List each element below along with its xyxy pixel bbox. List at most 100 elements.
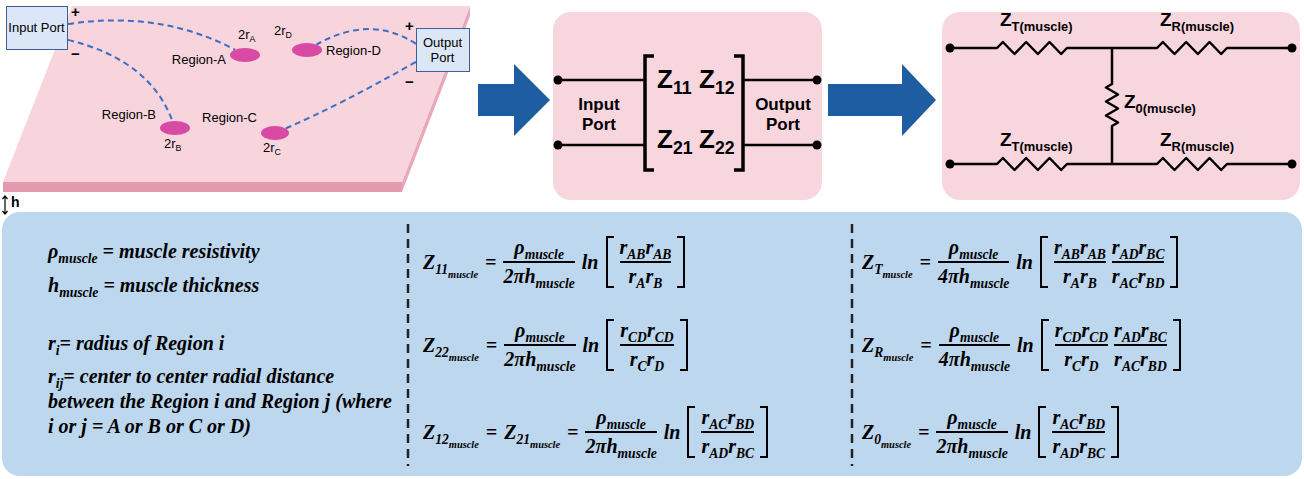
circuit-drawing <box>942 12 1300 200</box>
text-run: T(muscle) <box>1012 19 1073 34</box>
text-run: muscle <box>959 247 998 262</box>
text-run: 21 <box>673 138 693 158</box>
formula-text: Z21muscle <box>504 421 560 443</box>
bracket-left <box>606 236 614 288</box>
text-run: ρ <box>950 319 960 341</box>
dashed-wire <box>286 62 416 129</box>
formula-text: = <box>918 421 929 443</box>
formula-text: rArB <box>629 265 663 287</box>
text-run: 4πh <box>938 265 970 287</box>
formula-text: rABrAB <box>1054 236 1106 258</box>
text-run: muscle <box>881 439 911 450</box>
formula-text: 2πhmuscle <box>936 435 1007 457</box>
formula-text: rArB <box>1063 265 1097 287</box>
formula-panel: ρmuscle = muscle resistivityhmuscle = mu… <box>2 212 1302 476</box>
text-run: C <box>275 147 281 157</box>
impedance-label: ZT(muscle) <box>1000 130 1073 151</box>
text-line: Input Port <box>559 95 639 135</box>
region-label: Region-B <box>92 107 156 122</box>
text-run: Z <box>1160 9 1172 30</box>
formula-row: ZTmuscle=ρmuscle4πhmusclelnrABrABrArBrAD… <box>862 236 1178 288</box>
numerator: ρmuscle <box>950 319 1000 342</box>
text-run: AD <box>1060 446 1079 461</box>
text-run: r <box>1139 236 1147 258</box>
formula-text: 4πhmuscle <box>938 265 1009 287</box>
text-run: 21 <box>516 432 530 447</box>
text-run: muscle <box>58 251 97 266</box>
formula-text: rACrBD <box>1052 406 1105 428</box>
text-run: AC <box>709 417 727 432</box>
denominator: rACrBD <box>1112 265 1165 288</box>
text-run: 0 <box>874 432 881 447</box>
port-label: Input Port <box>559 92 639 138</box>
text-run: D <box>654 359 664 374</box>
block-arrow <box>828 64 936 136</box>
text-run: C <box>1072 359 1081 374</box>
denominator: 2πhmuscle <box>504 348 575 371</box>
dashed-wire <box>68 40 172 121</box>
text-run: r <box>1112 236 1120 258</box>
text-run: 0(muscle) <box>1136 101 1196 116</box>
port-label: Input Port <box>7 7 66 48</box>
terminal-dot <box>813 76 822 85</box>
fraction: ρmuscle4πhmuscle <box>939 319 1010 371</box>
text-run: r <box>1138 265 1146 287</box>
text-run: Z <box>699 124 715 154</box>
formula-text: Z0muscle <box>862 421 911 443</box>
bracket-right <box>1111 406 1119 458</box>
text-run: Z <box>699 64 715 94</box>
region-ellipse: Region-C2rC <box>261 126 289 140</box>
text-run: r <box>645 265 653 287</box>
formula-text: ln <box>664 421 681 443</box>
dashed-wire <box>68 20 235 49</box>
text-run: Z <box>862 334 874 356</box>
text-run: 2πh <box>503 265 535 287</box>
text-run: Z <box>423 421 435 443</box>
polarity-sign: + <box>71 3 80 20</box>
text-run: r <box>48 332 56 354</box>
numerator: rABrAB <box>620 236 672 259</box>
denominator: rArB <box>1063 265 1097 288</box>
formula-text: rACrBD <box>701 406 754 428</box>
impedance-label: ZT(muscle) <box>1000 10 1073 31</box>
text-run: muscle <box>525 330 564 345</box>
text-run: CD <box>655 330 674 345</box>
text-run: muscle <box>536 276 575 291</box>
text-run: r <box>647 348 655 370</box>
text-line: Output Port <box>417 35 468 65</box>
matrix-element: Z21 <box>657 124 693 155</box>
text-run: r <box>1064 348 1072 370</box>
text-run: muscle <box>883 352 913 363</box>
fraction: ρmuscle2πhmuscle <box>503 236 574 288</box>
text-run: D <box>1089 359 1099 374</box>
text-run: AD <box>1122 330 1141 345</box>
text-run: B <box>176 143 182 153</box>
text-run: 2πh <box>585 435 617 457</box>
slab-front <box>3 182 402 192</box>
text-run: r <box>1079 435 1087 457</box>
formula-text: rADrBC <box>1114 319 1167 341</box>
text-run: AB <box>1088 247 1106 262</box>
fraction: rABrAB rArB <box>1054 236 1106 288</box>
text-run: muscle <box>530 439 560 450</box>
bracket-group: rCDrCDrCrD <box>606 319 687 371</box>
resistor-symbol <box>950 42 1292 170</box>
formula-text: rCDrCD <box>1055 319 1108 341</box>
numerator: rADrBC <box>1112 236 1165 259</box>
region-ellipse: Region-B2rB <box>160 121 190 135</box>
text-run: muscle <box>449 439 479 450</box>
formula-text: rCrD <box>1064 348 1099 370</box>
bracket-left <box>1038 406 1046 458</box>
formula-text: ZTmuscle <box>862 251 913 273</box>
diameter-label: 2rB <box>164 136 181 151</box>
denominator: rArB <box>629 265 663 288</box>
text-run: ij <box>56 376 64 391</box>
text-run: Z <box>1000 9 1012 30</box>
formula-row: Z11muscle=ρmuscle2πhmusclelnrABrABrArB <box>423 236 685 288</box>
text-run: muscle <box>970 276 1009 291</box>
denominator: rADrBC <box>1052 435 1105 458</box>
polarity-sign: + <box>405 17 414 34</box>
bracket-left <box>1041 319 1049 371</box>
text-run: ρ <box>514 236 524 258</box>
